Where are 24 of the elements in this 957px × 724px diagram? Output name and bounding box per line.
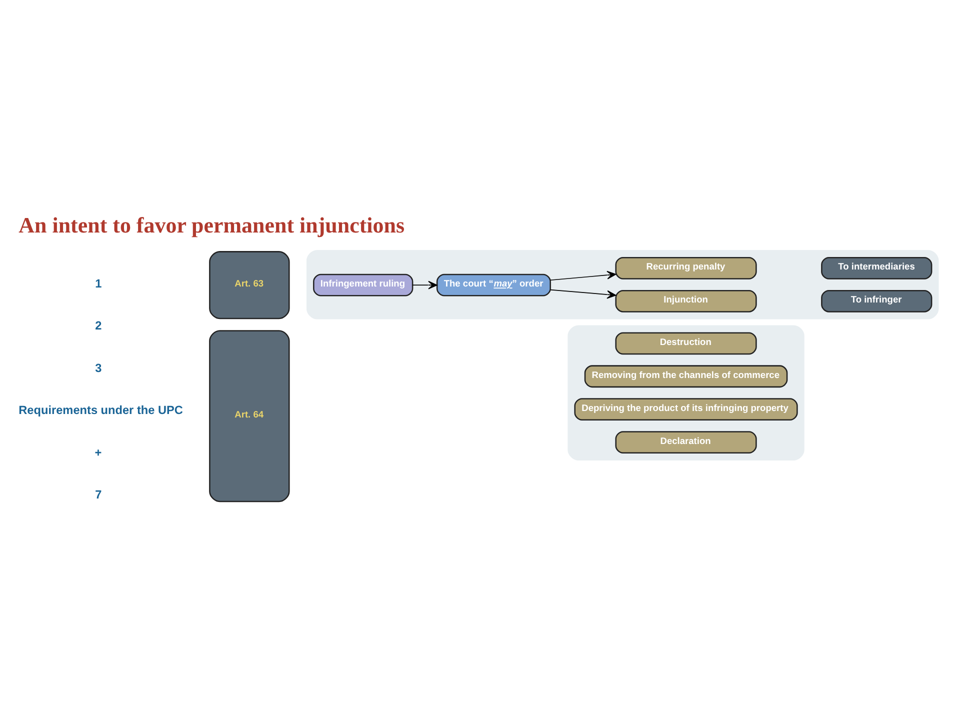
cluster [568,325,804,460]
node-box: The court “may” order [436,274,551,296]
node-box: Depriving the product of its infringing property [574,398,798,421]
arrow [550,270,616,281]
node-box: Destruction [615,332,757,355]
label: + [94,445,102,460]
node-box: Infringement ruling [313,274,414,296]
label: 1 [95,276,102,290]
node-box: Art. 63 [209,251,290,320]
label: 7 [95,488,102,502]
label: 2 [95,318,102,333]
node-box: To intermediaries [821,256,932,280]
arrow [412,280,438,290]
node-box: Declaration [615,431,757,454]
node-box: Removing from the channels of commerce [584,365,788,388]
cluster [306,250,939,320]
node-box: Injunction [615,290,757,312]
arrow [550,289,616,299]
label: 3 [95,360,102,375]
label: Requirements under the UPC [18,403,183,418]
node-box: Recurring penalty [615,256,757,280]
node-box: Art. 64 [209,330,290,502]
diagram-title: An intent to favor permanent injunctions [18,212,405,238]
node-box: To infringer [821,290,932,312]
